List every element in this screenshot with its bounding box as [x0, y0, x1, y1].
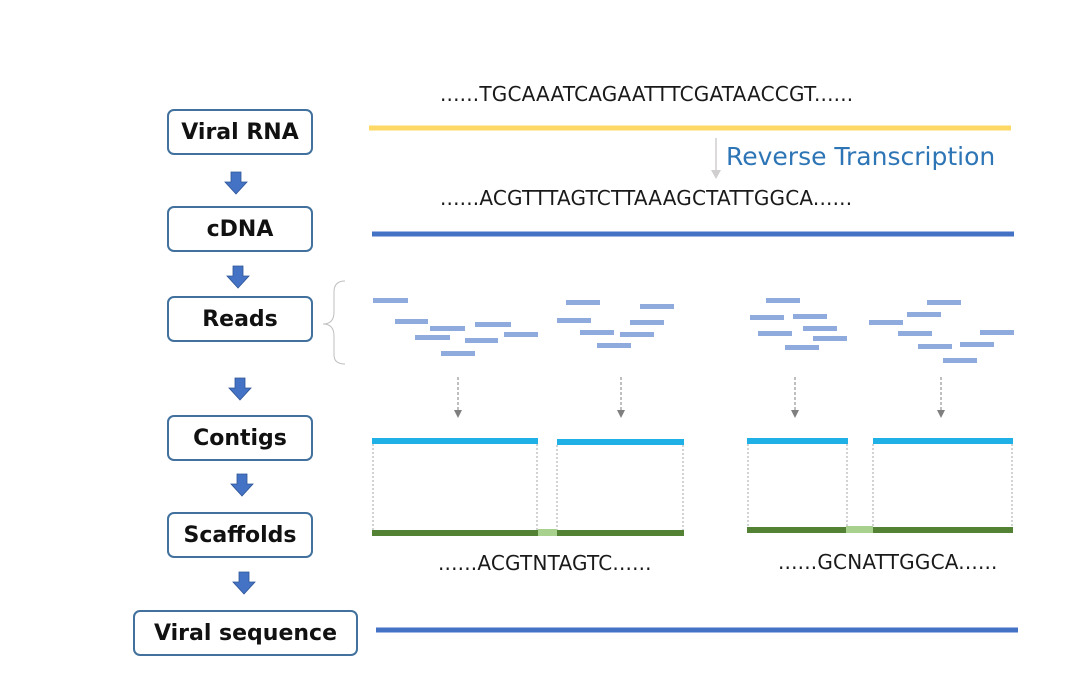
reverse-transcription-arrow-icon — [711, 138, 721, 179]
scaffold-gap — [846, 526, 873, 533]
scaffold-bar — [557, 530, 684, 536]
step-cdna: cDNA — [167, 206, 313, 252]
dashed-down-arrow-icon — [937, 377, 945, 418]
rna-sequence-text: ......TGCAAATCAGAATTTCGATAACCGT...... — [440, 82, 854, 106]
scaffold-right-sequence-text: ......GCNATTGGCA...... — [778, 550, 998, 574]
contig-bar — [873, 438, 1013, 444]
scaffold-bar — [747, 527, 846, 533]
step-label: Viral sequence — [153, 620, 338, 646]
step-scaffolds: Scaffolds — [167, 512, 313, 558]
cdna-sequence-text: ......ACGTTTAGTCTTAAAGCTATTGGCA...... — [440, 186, 853, 210]
step-label: Viral RNA — [181, 119, 299, 145]
reverse-transcription-label: Reverse Transcription — [726, 142, 996, 171]
contig-bar — [372, 438, 538, 444]
scaffold-bars — [372, 526, 1013, 536]
step-label: Reads — [202, 306, 278, 332]
step-viral-sequence: Viral sequence — [133, 610, 358, 656]
dashed-down-arrow-icon — [454, 377, 462, 418]
reads-brace — [322, 280, 346, 365]
scaffold-left-sequence-text: ......ACGTNTAGTC...... — [438, 551, 652, 575]
scaffold-gap — [538, 529, 557, 536]
contig-bars — [372, 438, 1013, 445]
dashed-down-arrow-icon — [617, 377, 625, 418]
down-arrow-icon — [226, 265, 250, 289]
dashed-down-arrow-icon — [791, 377, 799, 418]
step-label: cDNA — [206, 216, 274, 242]
contig-scaffold-connectors — [372, 444, 1013, 531]
scaffold-bar — [372, 530, 538, 536]
step-label: Scaffolds — [183, 522, 297, 548]
contig-bar — [747, 438, 848, 444]
step-viral-rna: Viral RNA — [167, 109, 313, 155]
step-reads: Reads — [167, 296, 313, 342]
scaffold-bar — [873, 527, 1013, 533]
step-label: Contigs — [193, 425, 287, 451]
down-arrow-icon — [228, 377, 252, 401]
reads-cluster-3 — [750, 298, 847, 350]
reads-cluster-2 — [557, 300, 674, 348]
step-contigs: Contigs — [167, 415, 313, 461]
reads-cluster-4 — [869, 300, 1014, 363]
down-arrow-icon — [230, 473, 254, 497]
reads-cluster-1 — [373, 298, 538, 356]
contig-bar — [557, 439, 684, 445]
down-arrow-icon — [224, 171, 248, 195]
down-arrow-icon — [232, 571, 256, 595]
